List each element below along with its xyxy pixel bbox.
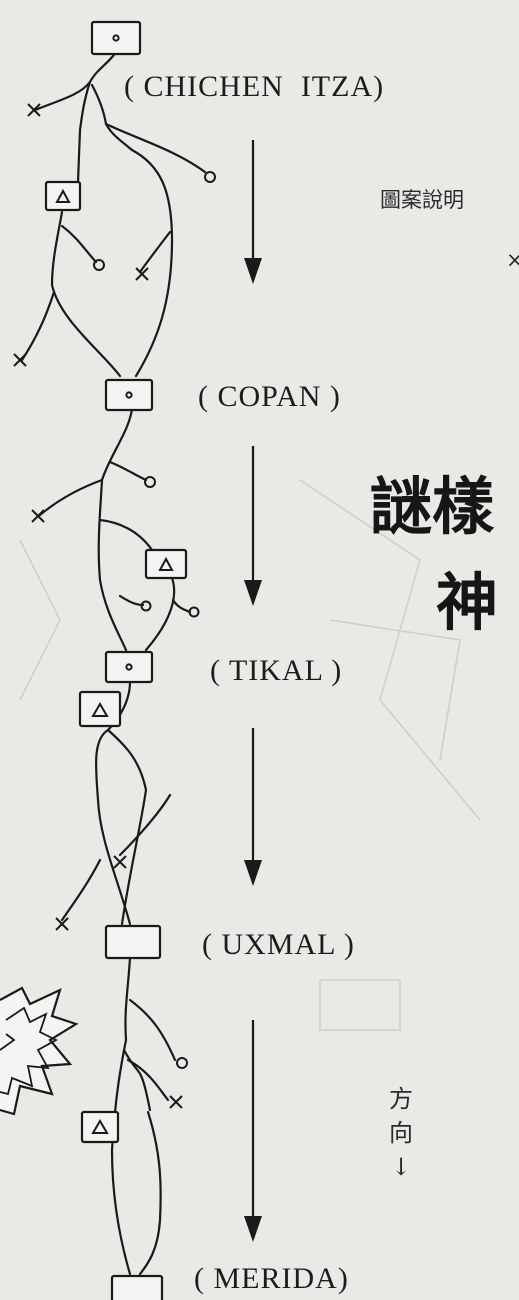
direction-arrow-char: ↓	[390, 1153, 412, 1181]
place-label-uxmal: ( UXMAL )	[202, 928, 355, 961]
legend-title: 圖案說明	[380, 188, 464, 212]
place-label-tikal: ( TIKAL )	[210, 654, 343, 687]
place-label-chichen-itza: ( CHICHEN ITZA)	[124, 70, 385, 103]
heading-line-1: 謎樣	[370, 470, 495, 543]
triangle-box-4	[80, 1110, 120, 1144]
cross-marks	[13, 103, 183, 1109]
box-merida	[110, 1274, 164, 1300]
down-arrow-1	[244, 140, 262, 284]
box-chichen-itza	[90, 20, 142, 56]
box-copan	[104, 378, 154, 412]
down-arrow-3	[244, 728, 262, 886]
circle-marks	[93, 171, 216, 1069]
route-branches	[20, 50, 207, 1276]
triangle-box-1	[44, 180, 82, 212]
box-tikal	[104, 650, 154, 684]
place-label-merida: ( MERIDA)	[194, 1262, 349, 1295]
triangle-box-3	[78, 690, 122, 728]
direction-char-2: 向	[389, 1119, 413, 1147]
down-arrow-4	[244, 1020, 262, 1242]
faded-background-map	[19, 479, 481, 1031]
direction-char-1: 方	[389, 1085, 413, 1113]
place-label-copan: ( COPAN )	[198, 380, 341, 413]
heading-line-2: 神	[436, 566, 499, 639]
box-uxmal	[104, 924, 162, 960]
triangle-box-2	[144, 548, 188, 580]
down-arrow-2	[244, 446, 262, 606]
legend-cross-mark: ×	[506, 248, 519, 272]
starburst-shape	[0, 986, 79, 1116]
direction-note: 方 向 ↓	[388, 1082, 414, 1184]
